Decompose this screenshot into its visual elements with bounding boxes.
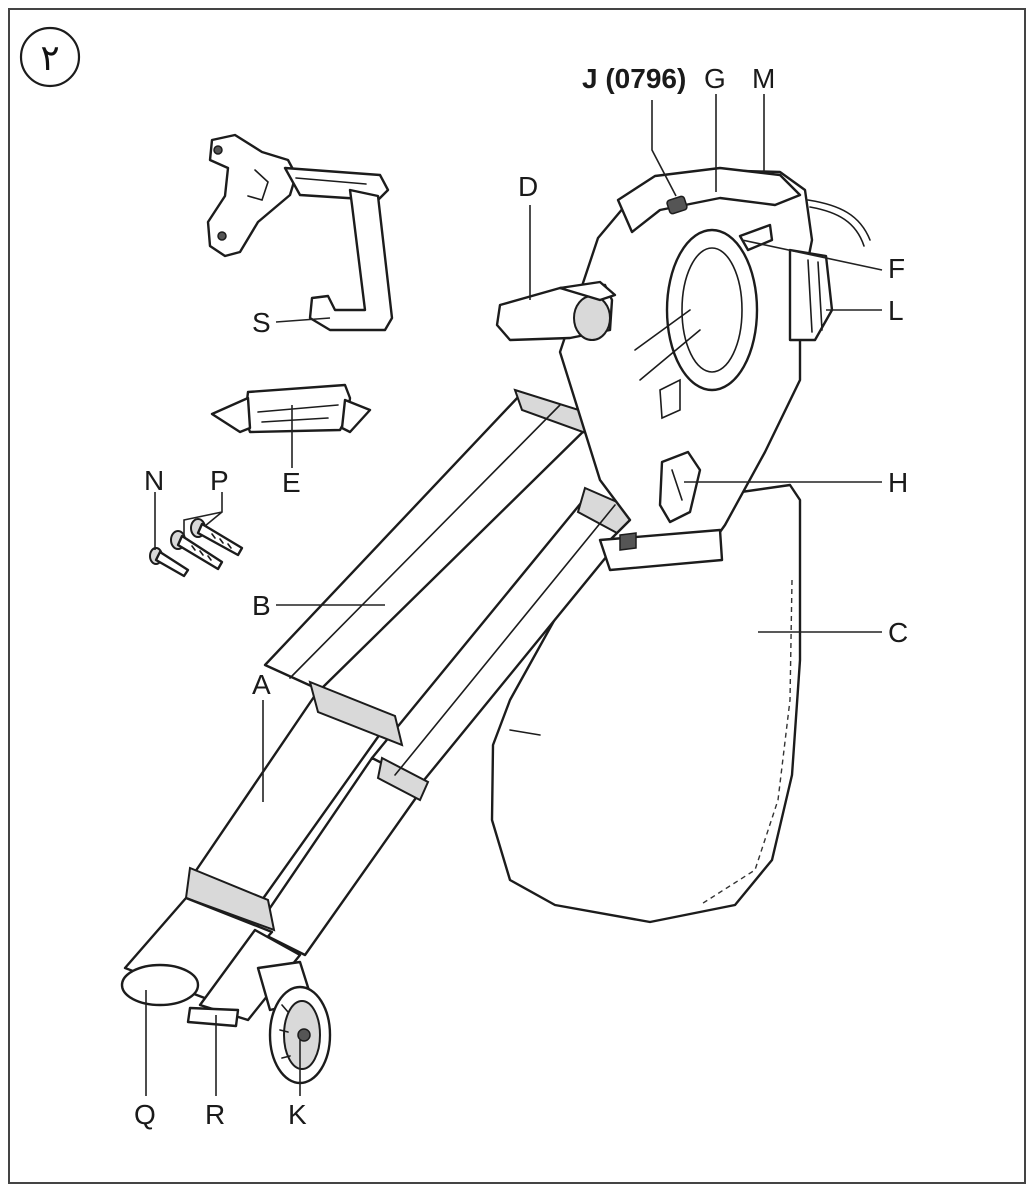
label-c: C [888, 617, 908, 648]
label-d: D [518, 171, 538, 202]
motor-housing [558, 166, 871, 572]
figure-number-badge: ٢ [19, 26, 81, 88]
label-j: J (0796) [582, 63, 686, 94]
label-p: P [210, 465, 229, 496]
label-g: G [704, 63, 726, 94]
label-b: B [252, 590, 271, 621]
screw-set [149, 518, 244, 578]
part-labels: J (0796) G M D F L S E N P H B C A Q R K [134, 63, 908, 1130]
label-n: N [144, 465, 164, 496]
figure-number: ٢ [40, 38, 59, 79]
label-l: L [888, 295, 904, 326]
leader-p [183, 492, 223, 536]
leader-s [275, 317, 331, 323]
label-e: E [282, 467, 301, 498]
label-m: M [752, 63, 775, 94]
label-h: H [888, 467, 908, 498]
shoulder-strap [210, 383, 372, 434]
collection-bag [490, 483, 802, 924]
label-a: A [252, 669, 271, 700]
label-s: S [252, 307, 271, 338]
screw-p-2 [190, 518, 244, 557]
label-f: F [888, 253, 905, 284]
leader-j [651, 100, 677, 197]
wheel [256, 960, 332, 1085]
blower-tubes [120, 388, 642, 1028]
label-k: K [288, 1099, 307, 1130]
figure-frame [8, 8, 1026, 1184]
leader-lines [145, 94, 883, 1096]
auxiliary-handle [206, 133, 394, 332]
label-q: Q [134, 1099, 156, 1130]
label-r: R [205, 1099, 225, 1130]
screw-n [149, 547, 190, 578]
trigger-handle [495, 280, 617, 342]
screw-p-1 [170, 530, 224, 571]
leader-f [741, 239, 883, 271]
